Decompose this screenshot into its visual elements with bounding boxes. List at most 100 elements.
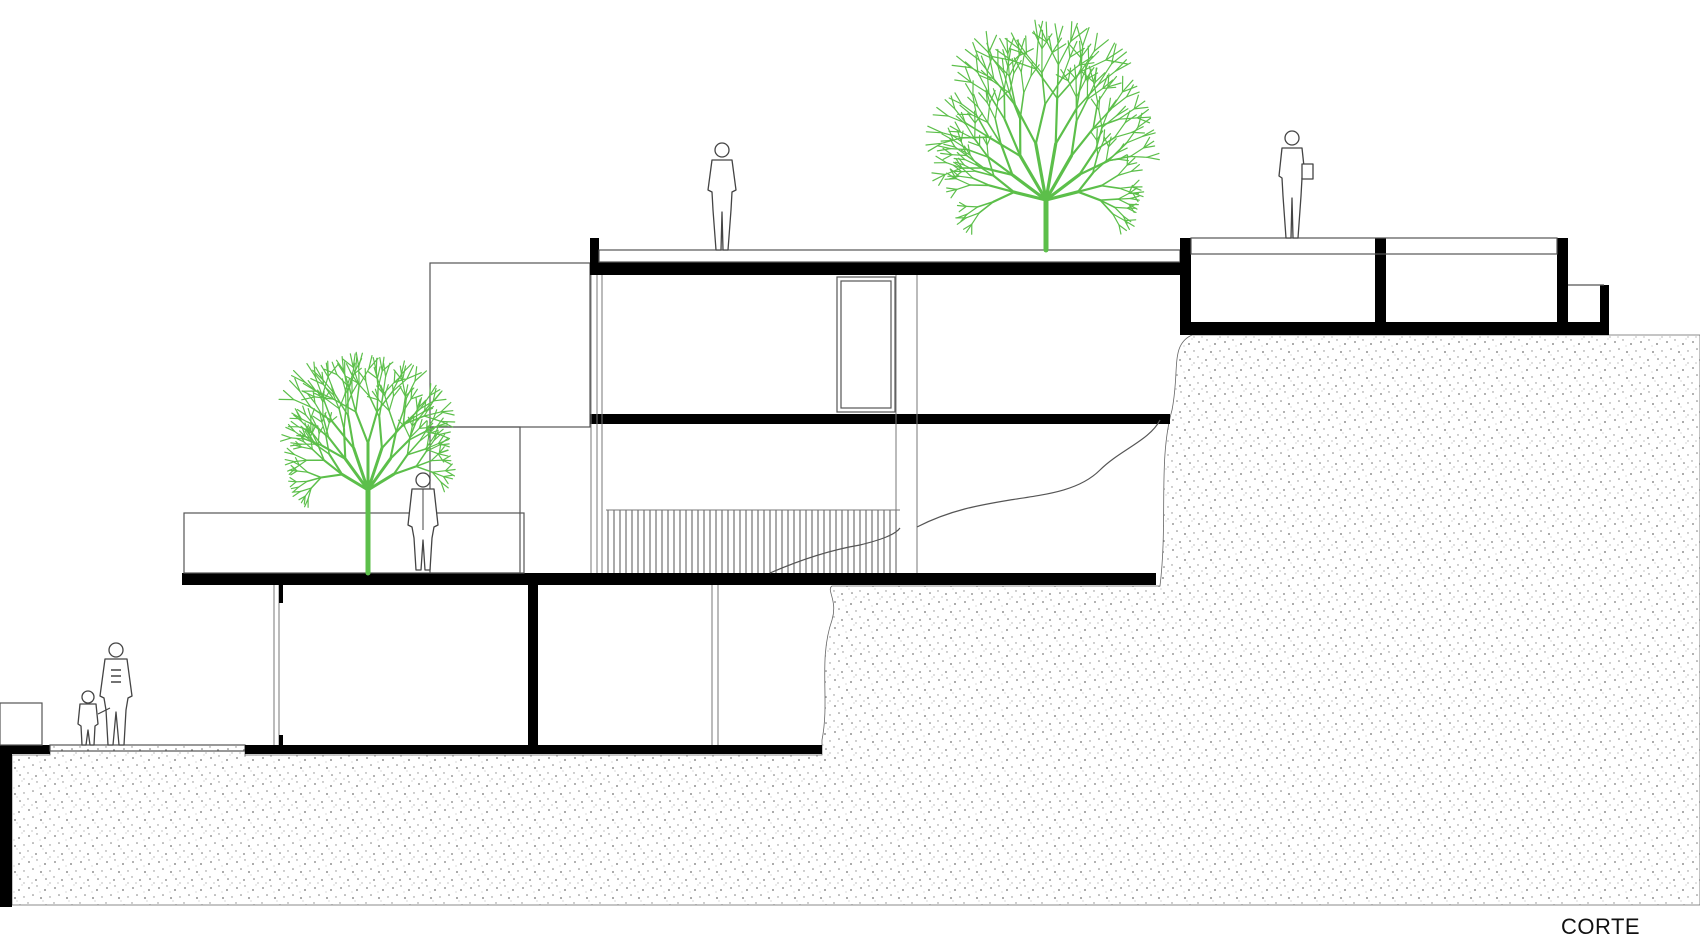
tree-branch	[1117, 147, 1128, 154]
tree-branch	[397, 419, 406, 428]
tree-branch	[344, 389, 347, 408]
tree-branch	[305, 436, 316, 445]
tree-branch	[401, 365, 407, 382]
tree-branch	[431, 471, 445, 478]
tree-branch	[304, 430, 311, 439]
tree-branch	[347, 414, 355, 450]
tree-branch	[437, 453, 449, 457]
tree-branch	[932, 173, 946, 182]
tree-branch	[1070, 22, 1078, 43]
tree-branch	[949, 137, 956, 148]
tree-branch	[1112, 213, 1126, 222]
tree-branch	[1067, 40, 1071, 58]
tree-branch	[286, 447, 295, 456]
tree-branch	[954, 108, 967, 124]
tree-branch	[311, 424, 314, 435]
tree-branch	[1092, 67, 1098, 83]
tree-branch	[966, 206, 979, 215]
tree-branch	[1114, 121, 1126, 138]
upper-window	[836, 276, 896, 413]
tree-branch	[1034, 103, 1047, 145]
tree-branch	[430, 459, 444, 462]
tree-branch	[425, 436, 430, 452]
tree-branch	[438, 446, 445, 454]
tree-branch	[402, 398, 412, 413]
tree-branch	[987, 156, 1014, 176]
tree-branch	[427, 425, 430, 438]
tree-branch	[932, 114, 949, 117]
tree-branch	[964, 48, 980, 61]
tree-branch	[1016, 39, 1028, 56]
tree-branch	[1114, 206, 1124, 217]
tree-branch	[302, 382, 317, 392]
tree-branch	[392, 465, 418, 476]
tree-branch	[1035, 40, 1039, 70]
tree-branch	[385, 362, 391, 377]
tree-branch	[991, 55, 1013, 61]
tree-branch	[1054, 107, 1078, 145]
tree-branch	[408, 430, 426, 441]
person-terrace	[407, 472, 439, 571]
tree-branch	[445, 463, 453, 472]
tree-branch	[965, 212, 980, 219]
tree-branch	[977, 106, 989, 124]
tree-branch	[1107, 73, 1110, 88]
tree-branch	[393, 378, 406, 384]
tree-branch	[418, 426, 430, 429]
tree-branch	[1114, 206, 1128, 209]
tree-branch	[372, 357, 377, 371]
tree-branch	[418, 420, 428, 429]
tree-branch	[940, 152, 953, 156]
tree-branch	[1075, 79, 1087, 98]
tree-branch	[302, 428, 307, 438]
tree-branch	[388, 395, 395, 412]
tree-branch	[982, 166, 1014, 176]
tree-branch	[280, 437, 292, 442]
tree-branch	[927, 125, 943, 134]
tree-branch	[1069, 44, 1082, 59]
tree-branch	[430, 452, 440, 462]
tree-branch	[307, 408, 312, 419]
tree-branch	[1081, 27, 1090, 47]
tree-branch	[382, 381, 395, 395]
tree-branch	[1128, 187, 1138, 194]
tree-branch	[1126, 203, 1137, 209]
tree-branch	[958, 201, 967, 207]
upper-block-roof	[1190, 237, 1558, 255]
tree-branch	[943, 143, 956, 148]
tree-branch	[1092, 154, 1099, 174]
tree-branch	[1070, 120, 1078, 157]
tree-branch	[304, 498, 309, 508]
tree-branch	[380, 384, 386, 397]
tree-branch	[393, 374, 403, 384]
tree-branch	[402, 407, 422, 426]
tree-branch	[317, 433, 320, 446]
tree-branch	[1038, 24, 1048, 43]
tree-branch	[1124, 220, 1135, 227]
tree-branch	[334, 394, 349, 417]
tree-branch	[952, 171, 963, 179]
tree-branch	[415, 465, 434, 473]
tree-branch	[1012, 190, 1048, 202]
tree-branch	[945, 188, 958, 193]
tree-branch	[1076, 26, 1084, 47]
tree-branch	[406, 372, 422, 380]
tree-branch	[1118, 224, 1128, 232]
tree-branch	[418, 399, 427, 408]
tree-branch	[960, 136, 990, 139]
tree-branch	[355, 351, 360, 368]
tree-branch	[437, 433, 446, 445]
tree-branch	[958, 205, 967, 213]
tree-top	[925, 19, 1160, 253]
tree-branch	[1110, 51, 1128, 65]
tree-branch	[303, 441, 313, 450]
tree-branch	[1114, 62, 1132, 72]
tree-branch	[986, 121, 1002, 145]
tree-branch	[977, 72, 990, 95]
tree-branch	[294, 377, 301, 392]
tree-branch	[1114, 59, 1128, 72]
tree-branch	[321, 375, 329, 397]
tree-branch	[969, 154, 979, 167]
tree-branch	[1003, 88, 1006, 121]
tree-branch	[310, 378, 325, 386]
